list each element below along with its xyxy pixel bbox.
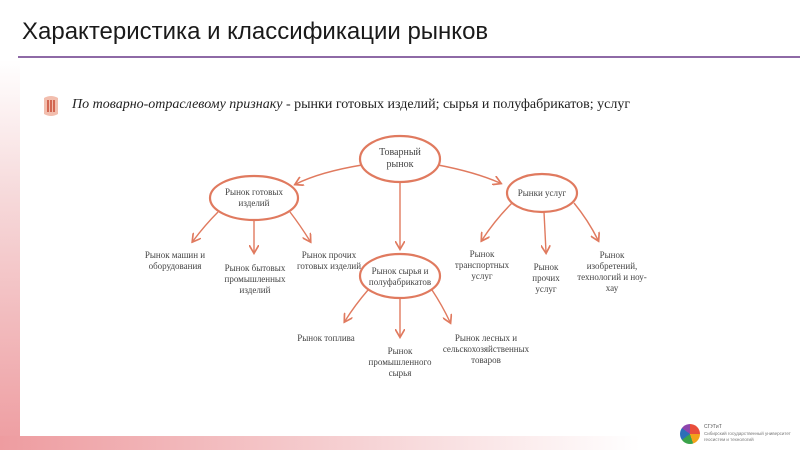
logo-name: СГУГиТ — [704, 424, 722, 430]
intro-italic: По товарно-отраслевому признаку — [72, 97, 283, 112]
intro-text: По товарно-отраслевому признаку - рынки … — [72, 97, 792, 113]
node-services: Рынки услуг — [517, 188, 567, 198]
arrow-raw-forest — [431, 289, 450, 322]
arrow-finished-other — [289, 211, 310, 241]
leaf-other-services: Рынок прочих услуг — [532, 262, 560, 294]
leaf-inventions: Рынок изобретений, технологий и ноу-хау — [577, 250, 647, 293]
leaf-household: Рынок бытовых промышленных изделий — [224, 263, 286, 295]
logo-caption: Сибирский государственный университет ге… — [704, 431, 791, 442]
leaf-fuel: Рынок топлива — [297, 333, 355, 343]
node-finished-goods: Рынок готовых изделий — [225, 187, 283, 208]
arrow-services-transport — [482, 202, 513, 240]
leaf-machines: Рынок машин и оборудования — [144, 250, 206, 271]
bottom-decor-strip — [0, 436, 800, 450]
slide-title: Характеристика и классификации рынков — [22, 18, 489, 45]
left-decor-strip — [0, 60, 20, 450]
node-raw-materials: Рынок сырья и полуфабрикатов — [368, 266, 432, 287]
node-root: Товарный рынок — [379, 147, 421, 170]
leaf-industrial-raw: Рынок промышленного сырья — [368, 346, 432, 378]
arrow-finished-machines — [193, 211, 219, 241]
title-divider — [18, 56, 800, 58]
arrow-services-inventions — [573, 202, 598, 240]
logo-mark-icon — [680, 424, 700, 444]
arrow-raw-fuel — [345, 289, 369, 321]
services-ellipse — [505, 172, 579, 214]
arrow-root-services — [437, 164, 500, 183]
leaf-transport: Рынок транспортных услуг — [454, 249, 510, 281]
university-logo: СГУГиТ Сибирский государственный универс… — [680, 424, 798, 450]
arrow-root-finished — [296, 164, 363, 184]
leaf-forest-agri: Рынок лесных и сельскохозяйственных това… — [442, 333, 530, 365]
arrow-services-other — [544, 211, 546, 252]
bullet-icon — [44, 96, 58, 116]
leaf-other-finished: Рынок прочих готовых изделий — [296, 250, 362, 271]
intro-rest: - рынки готовых изделий; сырья и полуфаб… — [282, 97, 631, 112]
